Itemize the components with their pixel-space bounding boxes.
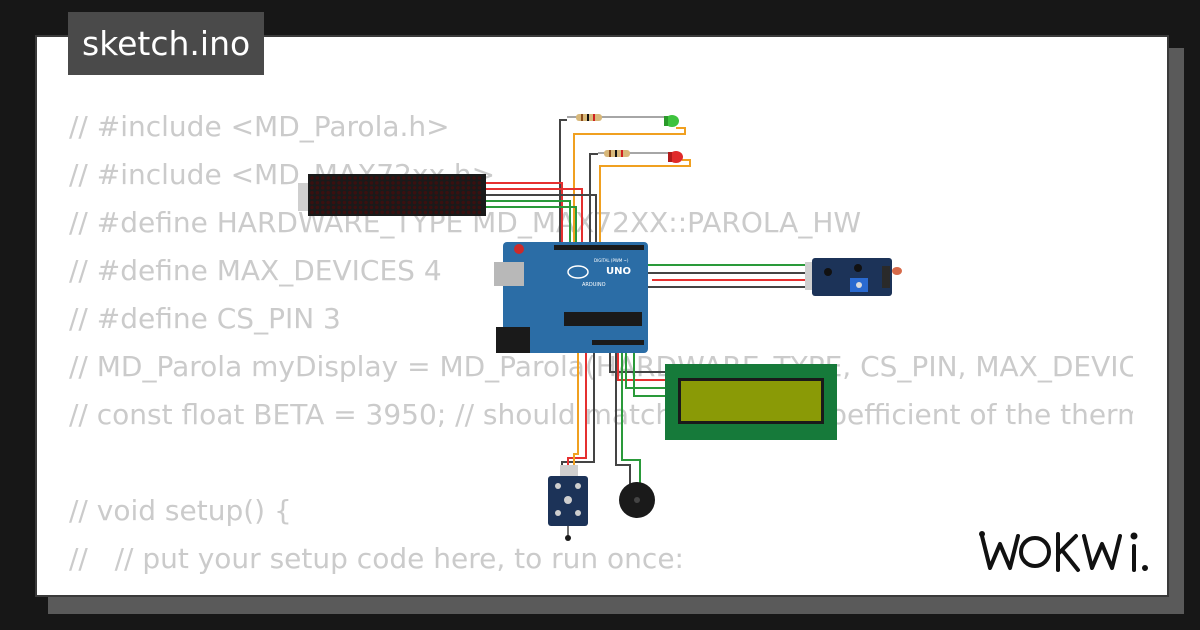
- arduino-uno[interactable]: DIGITAL (PWM ~) UNO ARDUINO: [494, 242, 648, 353]
- lcd-display[interactable]: [665, 364, 837, 440]
- code-line: // #define CS_PIN 3: [69, 302, 341, 335]
- code-line: // // put your setup code here, to run o…: [69, 542, 684, 575]
- matrix-pins: [298, 183, 310, 211]
- temperature-sensor-module[interactable]: [548, 465, 588, 541]
- green-led-assembly[interactable]: [567, 114, 679, 127]
- wires: [486, 119, 812, 490]
- piezo-buzzer[interactable]: [619, 482, 655, 518]
- code-line: // void setup() {: [69, 494, 292, 527]
- analog-header: [592, 340, 644, 345]
- wire-red-led-signal: [599, 159, 691, 245]
- logo-letter-w1: [980, 534, 1020, 570]
- wire-lcd-3: [625, 352, 668, 389]
- wire-matrix-5: [486, 206, 577, 248]
- red-led-assembly[interactable]: [598, 150, 683, 163]
- wire-temp-3: [573, 352, 579, 470]
- power-jack: [496, 327, 530, 353]
- filename-tab: sketch.ino: [68, 12, 265, 75]
- ldr-board: [812, 258, 892, 296]
- wire-lcd-2: [617, 352, 668, 381]
- reset-button[interactable]: [514, 244, 524, 254]
- wire-buzzer-2: [621, 352, 641, 490]
- logo-letter-o: [1019, 536, 1051, 568]
- photoresistor-module[interactable]: [805, 258, 902, 296]
- code-line: // #define MAX_DEVICES 4: [69, 254, 442, 287]
- logo-letter-k: [1056, 532, 1080, 572]
- red-led-icon: [669, 151, 683, 163]
- matrix-dots: [310, 176, 482, 215]
- code-line: // #include <MD_Parola.h>: [69, 110, 450, 143]
- code-preview: // #include <MD_Parola.h>// #include <MD…: [69, 103, 1133, 595]
- wire-matrix-3: [486, 194, 597, 248]
- digital-label: DIGITAL (PWM ~): [594, 258, 629, 263]
- thermistor-icon: [565, 535, 571, 541]
- wire-matrix-2: [486, 188, 583, 248]
- mcu-chip: [564, 312, 642, 326]
- matrix-body: [308, 174, 486, 216]
- wire-temp-2: [567, 352, 587, 470]
- arduino-logo-icon: [567, 265, 589, 279]
- wire-lcd-4: [633, 352, 668, 397]
- wokwi-logo: [979, 531, 1148, 572]
- wire-green-led-signal: [573, 127, 686, 245]
- lcd-screen: [681, 381, 821, 421]
- logo-letter-w2: [1082, 534, 1122, 570]
- usb-port: [494, 262, 524, 286]
- wire-buzzer-1: [615, 352, 631, 490]
- uno-label: UNO: [606, 266, 631, 277]
- digital-header: [554, 245, 644, 250]
- ldr-sensor-icon: [892, 267, 902, 275]
- wire-matrix-4: [486, 200, 571, 248]
- led-matrix[interactable]: [298, 174, 486, 216]
- wire-lcd-1: [609, 352, 668, 373]
- code-line: // myDisplay.begin();: [69, 583, 1133, 595]
- brand-label: ARDUINO: [582, 282, 606, 288]
- wire-matrix-1: [486, 182, 563, 248]
- wire-red-led-gnd: [589, 153, 598, 245]
- green-led-icon: [665, 115, 679, 127]
